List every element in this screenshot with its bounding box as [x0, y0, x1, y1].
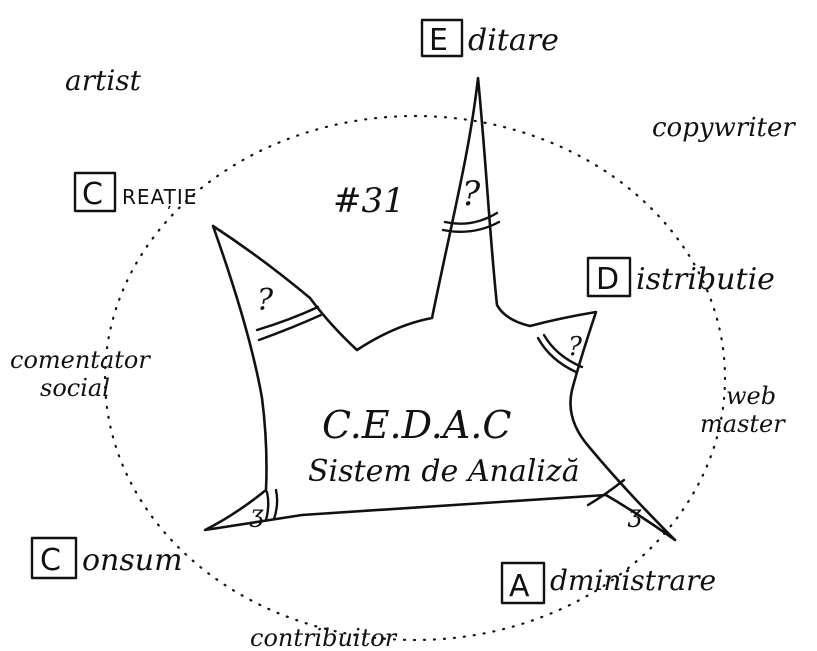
node-label-creatie: REAȚIE [122, 185, 197, 209]
node-label-consum: onsum [82, 543, 183, 578]
center-subtitle: Sistem de Analiză [308, 454, 580, 489]
node-editare: E ditare [420, 18, 559, 58]
role-webmaster-line1: web [726, 382, 776, 410]
node-letter-e: E [429, 23, 448, 58]
diagram-number: #31 [333, 181, 405, 221]
letter-box-a [500, 561, 546, 605]
role-comentator-line1: comentator [10, 346, 151, 374]
role-contribuitor: contribuitor [250, 624, 398, 651]
band-distributie [536, 336, 578, 374]
role-copywriter: copywriter [652, 113, 796, 143]
node-label-editare: ditare [468, 23, 559, 58]
band-editare [443, 211, 499, 225]
letter-box-d [586, 256, 632, 298]
node-letter-c-consum: C [40, 543, 61, 578]
band-consum-2 [272, 488, 279, 521]
node-label-distributie: istributie [636, 262, 775, 297]
band-consum [264, 490, 270, 522]
letter-box-c-consum [30, 536, 78, 580]
node-administrare: A dministrare [500, 561, 716, 605]
node-letter-d: D [596, 262, 619, 297]
band-creatie-2 [257, 313, 323, 342]
node-distributie: D istributie [586, 256, 775, 298]
node-creatie: C REAȚIE [73, 171, 197, 213]
node-label-administrare: dministrare [550, 564, 716, 597]
question-mark-editare: ? [462, 174, 481, 214]
letter-box-e [420, 18, 464, 58]
role-webmaster-line2: master [700, 410, 786, 438]
band-creatie [255, 305, 320, 332]
band-administrare [586, 478, 626, 507]
node-letter-a: A [509, 569, 530, 604]
question-mark-consum: ʒ [249, 500, 264, 528]
node-letter-c-creatie: C [82, 177, 103, 212]
star-shape [203, 76, 677, 542]
band-distributie-2 [542, 333, 584, 369]
question-mark-administrare: ʒ [627, 500, 642, 528]
node-consum: C onsum [30, 536, 183, 580]
question-mark-creatie: ? [257, 283, 274, 318]
center-title: C.E.D.A.C [322, 403, 511, 447]
dotted-orbit [103, 114, 727, 642]
question-mark-distributie: ? [568, 332, 583, 362]
band-editare-2 [441, 220, 501, 233]
role-comentator-line2: social [40, 374, 110, 402]
role-artist: artist [65, 64, 142, 97]
letter-box-c-creatie [73, 171, 117, 213]
